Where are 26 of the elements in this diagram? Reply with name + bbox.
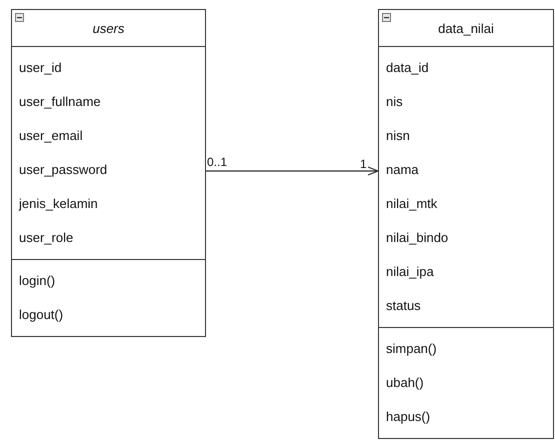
attribute-name: nis xyxy=(385,93,404,111)
class-name: users xyxy=(92,20,124,36)
association-arrow xyxy=(206,166,379,176)
attribute-name: nilai_mtk xyxy=(385,195,438,213)
method-name: login() xyxy=(18,272,56,290)
attribute-name: data_id xyxy=(385,59,430,77)
attribute-name: nilai_ipa xyxy=(385,263,435,281)
multiplicity-label: 0..1 xyxy=(207,155,228,169)
attribute-name: user_email xyxy=(18,127,84,145)
attribute-name: status xyxy=(385,297,422,315)
multiplicity-label: 1 xyxy=(360,157,367,171)
attribute-name: user_password xyxy=(18,161,108,179)
class-name: data_nilai xyxy=(438,20,494,36)
method-name: ubah() xyxy=(385,374,425,392)
attribute-name: jenis_kelamin xyxy=(18,195,99,213)
class-box xyxy=(11,9,206,337)
attribute-name: nilai_bindo xyxy=(385,229,450,247)
class-box xyxy=(378,9,554,439)
attribute-name: nama xyxy=(385,161,420,179)
attribute-name: user_fullname xyxy=(18,93,102,111)
method-name: logout() xyxy=(18,306,64,324)
method-name: simpan() xyxy=(385,340,438,358)
attribute-name: user_role xyxy=(18,229,74,247)
attribute-name: nisn xyxy=(385,127,411,145)
method-name: hapus() xyxy=(385,408,432,426)
attribute-name: user_id xyxy=(18,59,63,77)
